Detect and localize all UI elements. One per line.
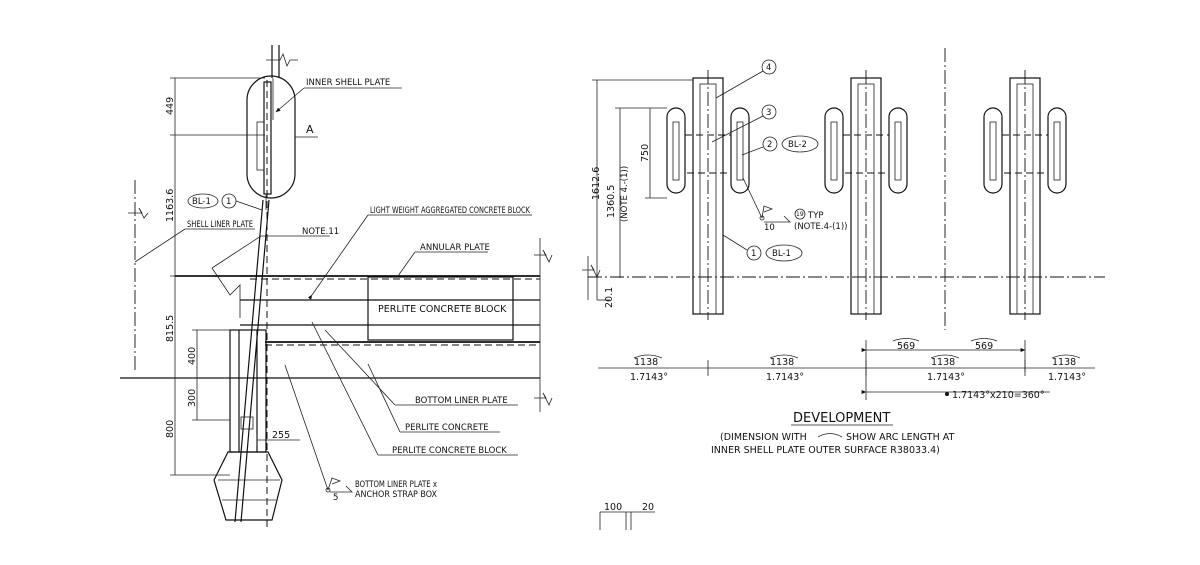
shell-liner-plate — [234, 199, 264, 523]
arc-symbol — [633, 354, 663, 359]
arc-angle-label: 1.7143° — [1048, 372, 1086, 383]
lw-concrete-block-label: LIGHT WEIGHT AGGREGATED CONCRETE BLOCK — [370, 206, 530, 216]
arc-angle-label: 1.7143° — [630, 372, 668, 383]
balloon-2: 2 — [767, 140, 772, 150]
scale-100: 100 — [604, 502, 622, 513]
perlite-concrete-label: PERLITE CONCRETE — [405, 423, 489, 433]
dim-300: 300 — [187, 389, 198, 407]
arc-length-label: 1138 — [770, 357, 794, 368]
dim-20-1: 20.1 — [604, 287, 615, 308]
shell-liner-plate-label: SHELL LINER PLATE — [187, 220, 253, 230]
detail-a-label: A — [306, 123, 314, 136]
weld-note: (NOTE.4-(1)) — [794, 222, 847, 232]
dim-255: 255 — [272, 430, 290, 441]
balloon-bl1-right: BL-1 — [772, 249, 791, 259]
perlite-concrete-block-box-label: PERLITE CONCRETE BLOCK — [378, 304, 507, 315]
arc-symbol — [930, 354, 960, 359]
balloon-1: 1 — [226, 197, 231, 207]
scale-20: 20 — [642, 502, 654, 513]
development-title: DEVELOPMENT — [793, 411, 890, 426]
arc-angle-label: 1.7143° — [927, 372, 965, 383]
arc-length-label: 1138 — [1052, 357, 1076, 368]
development-note-2: INNER SHELL PLATE OUTER SURFACE R38033.4… — [711, 445, 940, 456]
arc-symbol — [769, 354, 799, 359]
anchor-note-line1: BOTTOM LINER PLATE x — [355, 480, 437, 490]
dim-750: 750 — [640, 144, 651, 162]
weld-circle-19: 19 — [796, 211, 804, 218]
bottom-liner-plate-label: BOTTOM LINER PLATE — [415, 396, 508, 406]
liner-slot-1a — [666, 107, 686, 194]
arc-symbol — [1051, 354, 1081, 359]
anchor-column — [229, 329, 267, 453]
scale-bar: 100 20 — [599, 502, 655, 530]
balloon-bl2: BL-2 — [788, 140, 807, 150]
dim-1612-6: 1612.6 — [591, 167, 602, 200]
balloon-bl1: BL-1 — [192, 197, 211, 207]
dim-1360-5: 1360.5 — [606, 185, 617, 218]
development-view: 4 3 2 BL-2 1 BL-1 10 19 TYP (NOTE.4-(1))… — [582, 48, 1105, 456]
balloon-4: 4 — [766, 63, 771, 73]
weld-typ: TYP — [807, 211, 824, 221]
dim-569-b: 569 — [975, 341, 993, 352]
arc-length-label: 1138 — [931, 357, 955, 368]
annular-plate-label: ANNULAR PLATE — [420, 243, 490, 253]
anchor-strap-box — [213, 451, 283, 521]
weld-size-10: 10 — [764, 223, 775, 233]
dim-449: 449 — [165, 97, 176, 115]
dim-1360-note: (NOTE 4.-(1)) — [620, 166, 630, 222]
dim-400: 400 — [187, 347, 198, 365]
dim-1163-6: 1163.6 — [165, 189, 176, 222]
dim-800: 800 — [165, 420, 176, 438]
development-note-1a: (DIMENSION WITH — [720, 432, 807, 443]
balloon-3: 3 — [766, 108, 771, 118]
dim-569-a: 569 — [897, 341, 915, 352]
inner-shell-plate-label: INNER SHELL PLATE — [306, 78, 390, 88]
dim-815-5: 815.5 — [165, 315, 176, 342]
development-note-1b: SHOW ARC LENGTH AT — [846, 432, 954, 443]
perlite-concrete-block-label: PERLITE CONCRETE BLOCK — [392, 446, 507, 456]
perlite-concrete-block-box — [367, 276, 514, 341]
total-angle: 1.7143°x210=360° — [952, 390, 1045, 401]
arc-angle-label: 1.7143° — [766, 372, 804, 383]
left-section-view: A INNER SHELL PLATE BL-1 1 SHELL LINER P… — [120, 45, 553, 530]
anchor-weld-size: 5 — [333, 493, 338, 503]
arc-length-label: 1138 — [634, 357, 658, 368]
balloon-1-right: 1 — [751, 249, 756, 259]
anchor-note-line2: ANCHOR STRAP BOX — [355, 490, 437, 500]
note-11-label: NOTE.11 — [302, 227, 339, 237]
arc-dimension-row: 1138 1.7143° 1138 1.7143° 1138 1.7143° 1138 1.7… — [630, 354, 1086, 383]
